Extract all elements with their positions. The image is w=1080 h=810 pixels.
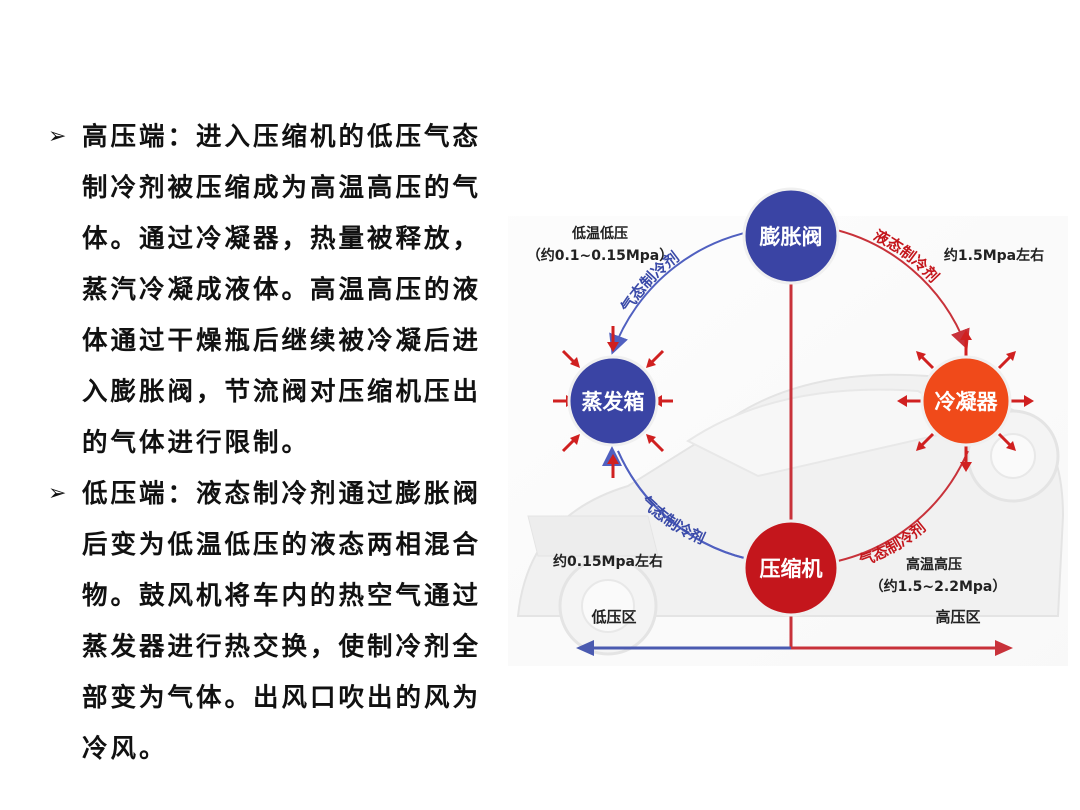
bullet-text-line: 的气体进行限制。	[82, 428, 311, 458]
low-temp-low-pressure-label: 低温低压	[571, 225, 628, 242]
high-side-pressure-label: 约1.5Mpa左右	[944, 247, 1044, 264]
bullet-text-line: 体通过干燥瓶后继续被冷凝后进	[82, 326, 482, 356]
bullet-text-line: 物。鼓风机将车内的热空气通过	[82, 581, 482, 611]
bullet-arrow-icon: ➢	[48, 481, 67, 506]
bullet-text-line: 后变为低温低压的液态两相混合	[82, 530, 482, 560]
high-pressure-zone-label: 高压区	[935, 608, 980, 626]
high-pressure-range-label: （约1.5~2.2Mpa）	[870, 578, 1007, 595]
bullet-text-line: 入膨胀阀，节流阀对压缩机压出	[82, 377, 482, 407]
bullet-text-line: 冷风。	[82, 734, 168, 764]
description-text: ➢ 高压端：进入压缩机的低压气态制冷剂被压缩成为高温高压的气体。通过冷凝器，热量被…	[42, 112, 492, 775]
bullet-text-line: 体。通过冷凝器，热量被释放，	[82, 224, 482, 254]
low-pressure-range-label: （约0.1~0.15Mpa）	[527, 247, 673, 264]
bullet-item: ➢ 高压端：进入压缩机的低压气态制冷剂被压缩成为高温高压的气体。通过冷凝器，热量被…	[42, 112, 492, 469]
evaporator-label: 蒸发箱	[582, 389, 645, 414]
expansion-valve-label: 膨胀阀	[760, 224, 823, 249]
node-expansion-valve: 膨胀阀	[742, 187, 840, 285]
evaporator-arrows	[553, 326, 673, 478]
compressor-label: 压缩机	[760, 556, 823, 581]
low-pressure-zone-label: 低压区	[590, 608, 636, 626]
node-condenser: 冷凝器	[920, 355, 1012, 447]
bullet-text-line: 部变为气体。出风口吹出的风为	[82, 683, 482, 713]
node-compressor: 压缩机	[742, 519, 840, 617]
bullet-text-line: 蒸汽冷凝成液体。高温高压的液	[82, 275, 482, 305]
refrigeration-cycle-diagram: 气态制冷剂 液态制冷剂 气态制冷剂 气态制冷剂 膨胀阀 蒸发箱 冷凝器	[508, 186, 1068, 666]
condenser-arrows	[897, 330, 1034, 472]
bullet-text-line: 蒸发器进行热交换，使制冷剂全	[82, 632, 482, 662]
node-evaporator: 蒸发箱	[567, 355, 659, 447]
condenser-label: 冷凝器	[935, 389, 999, 414]
low-side-pressure-label: 约0.15Mpa左右	[553, 553, 663, 570]
bullet-text-line: 低压端：液态制冷剂通过膨胀阀	[82, 479, 482, 509]
cycle-arcs	[602, 227, 970, 574]
diagram-svg: 气态制冷剂 液态制冷剂 气态制冷剂 气态制冷剂 膨胀阀 蒸发箱 冷凝器	[508, 187, 1068, 666]
bullet-text-line: 制冷剂被压缩成为高温高压的气	[82, 173, 482, 203]
pressure-axis	[576, 640, 1013, 656]
bullet-item: ➢ 低压端：液态制冷剂通过膨胀阀后变为低温低压的液态两相混合物。鼓风机将车内的热空…	[42, 469, 492, 775]
bullet-text-line: 高压端：进入压缩机的低压气态	[82, 122, 482, 152]
bullet-arrow-icon: ➢	[48, 124, 67, 149]
high-temp-high-pressure-label: 高温高压	[906, 556, 962, 573]
